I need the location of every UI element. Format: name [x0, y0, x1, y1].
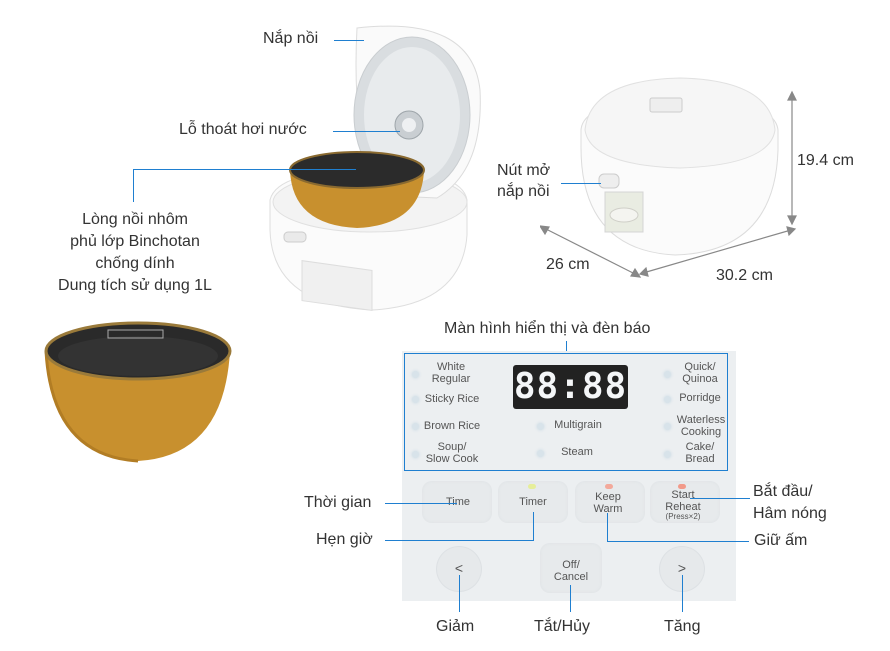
lid-button-label: Nút mở nắp nồi [497, 160, 550, 202]
mode-waterless-cooking[interactable]: Waterless Cooking [675, 414, 727, 438]
inner-pot-leader-h [133, 169, 356, 170]
right-arrow-icon: > [677, 560, 687, 576]
display-title: Màn hình hiển thị và đèn báo [444, 320, 651, 337]
mode-quick-line-1: Quick/ [684, 361, 716, 373]
inner-pot-line-1: Lòng nồi nhôm [82, 211, 188, 228]
white-regular-indicator [412, 371, 419, 378]
lid-label: Nắp nồi [263, 30, 319, 47]
off-cancel-label: Off/ Cancel [548, 559, 594, 583]
digital-display: 88:88 [513, 365, 628, 409]
mode-soup-line-1: Soup/ [437, 441, 467, 453]
time-label: Thời gian [304, 494, 372, 511]
start-line-1: Start [671, 489, 695, 501]
off-cancel-callout: Tắt/Hủy [534, 618, 591, 635]
mode-white-regular[interactable]: White Regular [426, 361, 476, 385]
mode-quick-quinoa[interactable]: Quick/ Quinoa [676, 361, 724, 385]
cake-bread-indicator [664, 451, 671, 458]
inner-pot-image [38, 316, 238, 466]
start-line-2: Reheat [665, 500, 701, 513]
mode-waterless-line-1: Waterless [676, 414, 726, 426]
display-frame [404, 353, 728, 471]
keep-warm-label: Keep Warm [586, 491, 630, 515]
off-line-1: Off/ [562, 559, 580, 571]
porridge-indicator [664, 396, 671, 403]
time-button[interactable] [422, 481, 492, 523]
steam-vent-leader [333, 131, 400, 132]
inner-pot-leader-v [133, 169, 134, 202]
inner-pot-label: Lòng nồi nhôm phủ lớp Binchotan chống dí… [30, 209, 240, 297]
time-button-label: Time [445, 496, 471, 508]
timer-indicator [528, 484, 536, 489]
quick-quinoa-indicator [664, 371, 671, 378]
depth-label: 26 cm [546, 256, 590, 273]
lid-button-line-1: Nút mở [497, 162, 551, 179]
keep-warm-indicator [605, 484, 613, 489]
mode-quick-line-2: Quinoa [682, 372, 718, 385]
steam-indicator [537, 450, 544, 457]
time-leader [385, 503, 457, 504]
mode-porridge[interactable]: Porridge [679, 392, 721, 404]
mode-white-regular-line-1: White [436, 361, 466, 373]
lid-leader [334, 40, 364, 41]
soup-slow-cook-indicator [412, 451, 419, 458]
start-indicator [678, 484, 686, 489]
multigrain-indicator [537, 423, 544, 430]
mode-cake-line-2: Bread [685, 452, 715, 465]
mode-multigrain[interactable]: Multigrain [554, 419, 602, 431]
off-cancel-button[interactable] [540, 543, 602, 593]
waterless-cooking-indicator [664, 423, 671, 430]
inner-pot-line-4: Dung tích sử dụng 1L [58, 277, 212, 294]
start-label-line-2: Hâm nóng [753, 505, 827, 522]
keep-warm-line-2: Warm [593, 502, 623, 515]
mode-waterless-line-2: Cooking [680, 425, 722, 438]
mode-white-regular-line-2: Regular [431, 372, 471, 385]
inner-pot-line-3: chống dính [95, 255, 175, 272]
mode-steam[interactable]: Steam [561, 446, 593, 458]
steam-vent-label: Lỗ thoát hơi nước [179, 121, 307, 138]
decrease-leader [459, 575, 460, 612]
start-leader [690, 498, 750, 499]
mode-sticky-rice[interactable]: Sticky Rice [424, 393, 480, 405]
start-line-3: (Press×2) [665, 512, 701, 522]
left-arrow-icon: < [454, 560, 464, 576]
closed-rice-cooker-image [575, 70, 785, 265]
lid-button-line-2: nắp nồi [497, 183, 550, 200]
open-rice-cooker-image [262, 20, 482, 320]
keep-warm-callout: Giữ ấm [754, 532, 808, 549]
width-label: 30.2 cm [716, 267, 773, 284]
keep-warm-leader-h [607, 541, 749, 542]
lid-button-leader [561, 183, 601, 184]
mode-cake-bread[interactable]: Cake/ Bread [676, 441, 724, 465]
keep-warm-leader-v [607, 513, 608, 542]
timer-button-label: Timer [519, 496, 547, 508]
mode-cake-line-1: Cake/ [685, 441, 715, 453]
mode-soup-slow-cook[interactable]: Soup/ Slow Cook [422, 441, 482, 465]
brown-rice-indicator [412, 423, 419, 430]
start-label-line-1: Bắt đầu/ [753, 483, 813, 500]
increase-leader [682, 575, 683, 612]
increase-label: Tăng [664, 618, 701, 635]
decrease-label: Giảm [436, 618, 475, 635]
start-label: Bắt đầu/ Hâm nóng [753, 481, 827, 525]
mode-soup-line-2: Slow Cook [425, 452, 479, 465]
dimension-arrows [540, 90, 797, 278]
timer-leader-h [385, 540, 534, 541]
height-label: 19.4 cm [797, 152, 854, 169]
display-title-leader [566, 341, 567, 355]
mode-brown-rice[interactable]: Brown Rice [423, 420, 481, 432]
off-line-2: Cancel [553, 570, 589, 583]
off-cancel-leader [570, 585, 571, 612]
start-reheat-label: Start Reheat (Press×2) [656, 489, 710, 522]
inner-pot-line-2: phủ lớp Binchotan [70, 233, 200, 250]
timer-label: Hẹn giờ [316, 531, 373, 548]
keep-warm-line-1: Keep [595, 491, 621, 503]
sticky-rice-indicator [412, 396, 419, 403]
timer-leader-v [533, 512, 534, 541]
